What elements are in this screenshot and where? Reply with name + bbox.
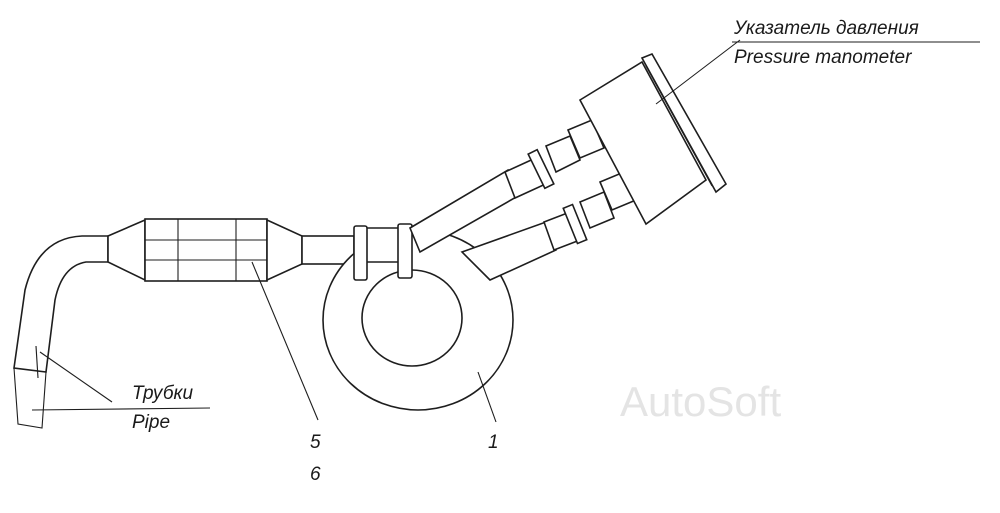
- part-number-1: 1: [488, 432, 499, 453]
- upper-tube: [408, 118, 606, 254]
- leader-lines: [31, 39, 980, 423]
- bent-pipe: [13, 235, 109, 429]
- callout-pipe-ru: Трубки: [132, 383, 193, 404]
- pressure-manometer: [578, 52, 728, 226]
- watermark: AutoSoft: [620, 378, 781, 425]
- coil-ring: [322, 223, 514, 411]
- callout-pipe-en: Pipe: [132, 412, 170, 433]
- part-number-5: 5: [310, 432, 321, 453]
- callout-gauge-en: Pressure manometer: [734, 47, 912, 68]
- part-number-6: 6: [310, 464, 321, 485]
- inline-filter: [107, 218, 355, 282]
- callout-gauge-ru: Указатель давления: [733, 18, 919, 39]
